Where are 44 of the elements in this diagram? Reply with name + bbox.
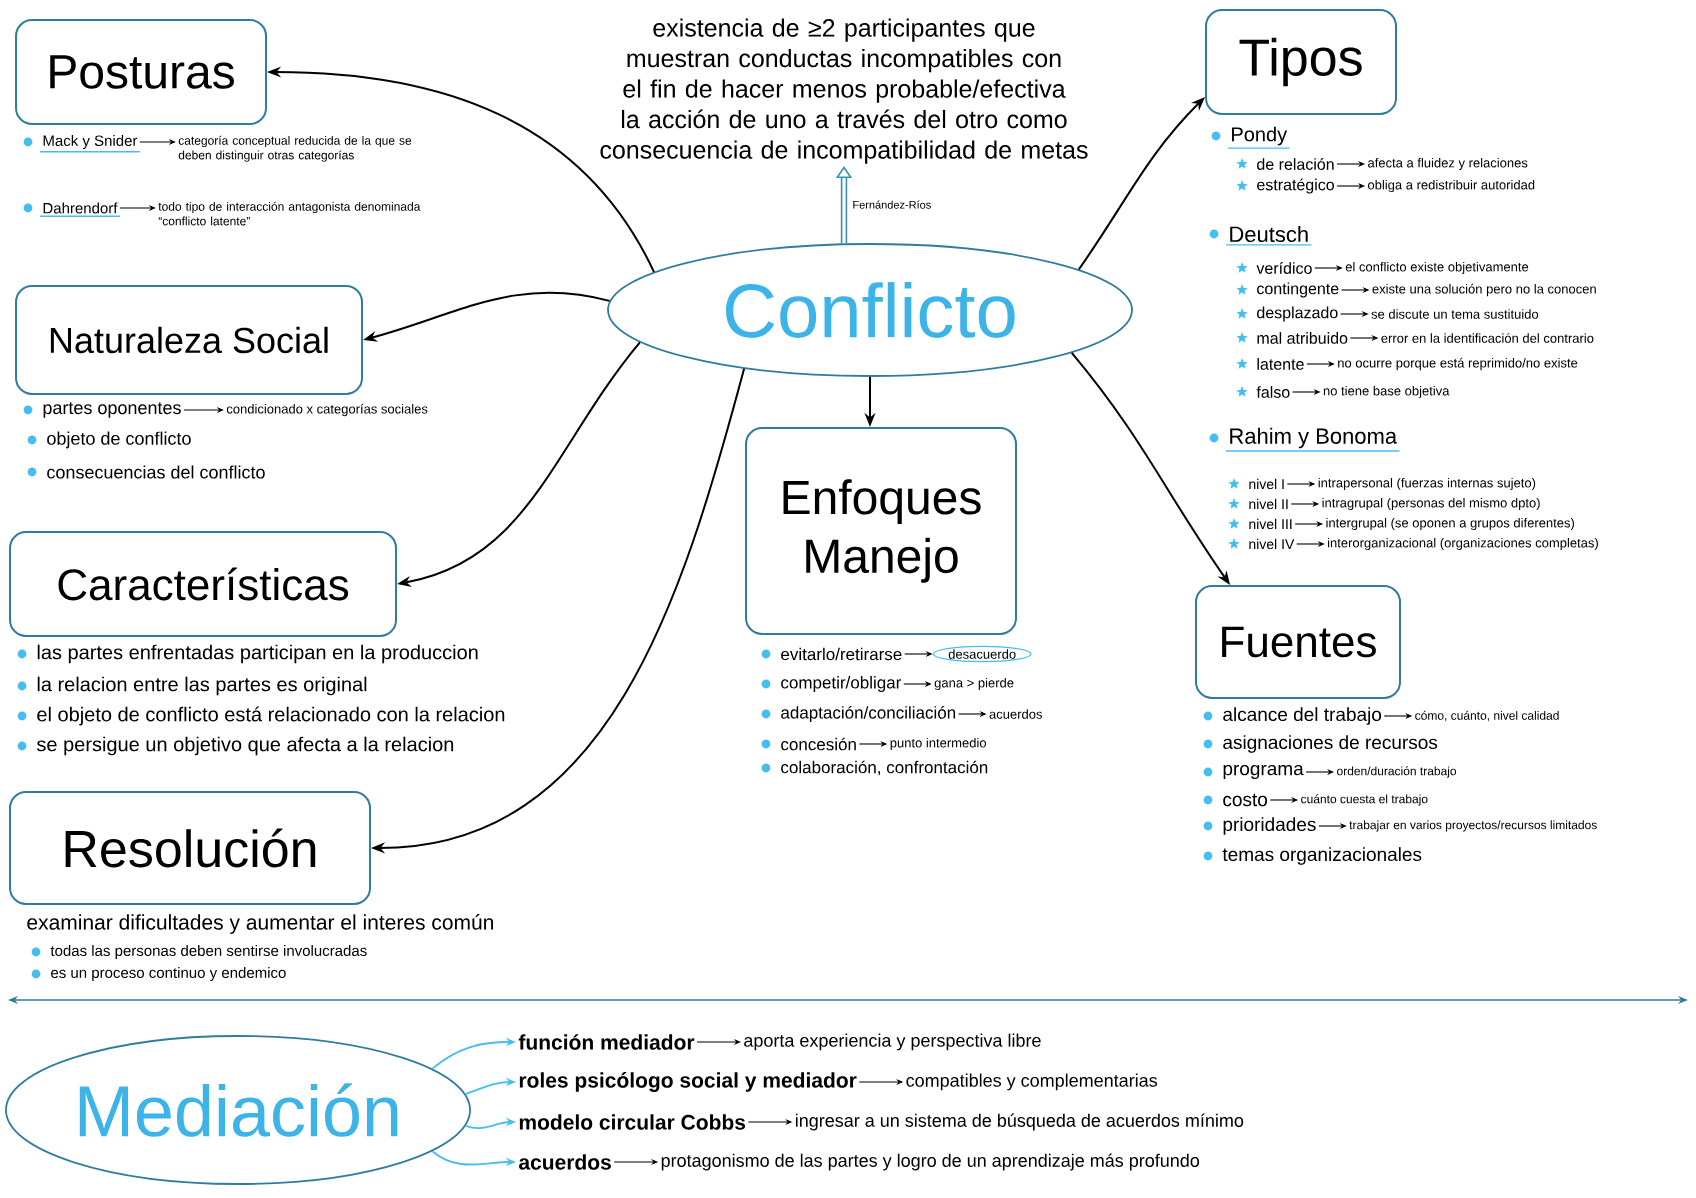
- term-text: partes oponentes: [43, 402, 181, 418]
- term-text: costo: [1223, 793, 1268, 807]
- term-text: de relación: [1257, 158, 1334, 170]
- description-text: protagonismo de las partes y logro de un aprendizaje más profundo: [661, 1153, 1200, 1171]
- description-text: ingresar a un sistema de búsqueda de acuerdos mínimo: [795, 1113, 1244, 1131]
- description-text: aporta experiencia y perspectiva libre: [744, 1033, 1041, 1051]
- bullet-text: asignaciones de recursos: [1223, 735, 1438, 753]
- topic-box: Características: [9, 531, 397, 637]
- bullet-text: el objeto de conflicto está relacionado con la relacion: [37, 706, 505, 726]
- term-text: modelo circular Cobbs: [519, 1114, 746, 1130]
- term-text: roles psicólogo social y mediador: [519, 1072, 857, 1092]
- term-text: mal atribuido: [1257, 332, 1348, 344]
- underlined-heading: Deutsch: [1225, 225, 1313, 246]
- bullet-text: colaboración, confrontación: [781, 760, 988, 776]
- topic-box: Enfoques Manejo: [745, 427, 1017, 635]
- definition-text: existencia de ≥2 participantes que muestran conductas incompatibles con el fin de hacer menos probable/efectiva la acción de uno a través del otro como consecuencia de incompatibilidad de metas: [600, 18, 1088, 164]
- topic-box: Posturas: [15, 19, 267, 125]
- term-text: evitarlo/retirarse: [781, 647, 902, 661]
- bullet-text: se persigue un objetivo que afecta a la relacion: [37, 736, 454, 756]
- topic-box: Fuentes: [1195, 585, 1401, 699]
- description-text: compatibles y complementarias: [906, 1073, 1158, 1091]
- term-text: estratégico: [1257, 178, 1334, 194]
- underlined-heading: Rahim y Bonoma: [1225, 427, 1401, 452]
- underlined-heading: Pondy: [1227, 126, 1291, 149]
- topic-box: Naturaleza Social: [15, 285, 363, 395]
- term-text: verídico: [1256, 262, 1312, 274]
- bullet-text: objeto de conflicto: [47, 431, 191, 449]
- bullet-text: temas organizacionales: [1222, 847, 1422, 865]
- bullet-text: consecuencias del conflicto: [47, 465, 265, 479]
- term-text: competir/obligar: [781, 676, 902, 692]
- term-text: programa: [1223, 764, 1304, 780]
- term-text: falso: [1256, 386, 1290, 398]
- term-text: concesión: [781, 737, 856, 751]
- term-text: alcance del trabajo: [1223, 707, 1382, 725]
- term-text: adaptación/conciliación: [781, 705, 956, 722]
- bullet-text: la relacion entre las partes es original: [37, 676, 367, 696]
- term-text: acuerdos: [519, 1154, 611, 1170]
- term-text: contingente: [1257, 282, 1339, 298]
- term-text: latente: [1257, 358, 1304, 370]
- term-text: prioridades: [1223, 817, 1316, 835]
- topic-box: Resolución: [9, 791, 371, 905]
- topic-box: Tipos: [1205, 9, 1397, 115]
- term-text: desplazado: [1257, 306, 1338, 322]
- term-text: función mediador: [518, 1034, 695, 1050]
